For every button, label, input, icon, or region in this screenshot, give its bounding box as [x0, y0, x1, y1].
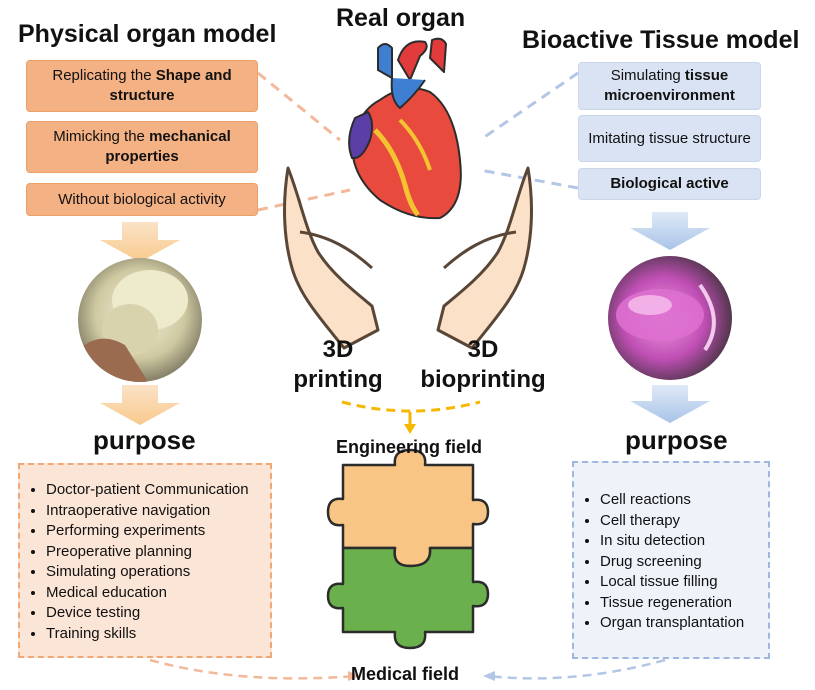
bioactive-model-title: Bioactive Tissue model	[522, 26, 800, 54]
label-3d-bioprinting: 3D bioprinting	[420, 336, 546, 393]
purpose-heading-right: purpose	[625, 425, 728, 455]
bioactive-tissue-photo	[608, 256, 732, 380]
connector-bottom-left-head	[348, 671, 360, 681]
list-item: Medical education	[46, 583, 270, 604]
list-item: Training skills	[46, 624, 270, 645]
physical-purpose-list: Doctor-patient Communication Intraoperat…	[18, 463, 272, 658]
engineering-field-label: Engineering field	[336, 437, 483, 457]
merge-connector	[341, 400, 481, 413]
arrow-down-right-2	[630, 385, 710, 423]
feature-text: Simulating	[610, 67, 685, 84]
puzzle-icon	[326, 448, 490, 650]
list-item: Drug screening	[600, 552, 768, 573]
heart-icon	[348, 37, 462, 220]
connector-right-top	[479, 71, 579, 142]
feature-text-bold: tissue microenvironment	[604, 67, 735, 104]
list-item: Organ transplantation	[600, 613, 768, 634]
arrow-down-left-2	[100, 385, 180, 425]
physical-feature-shape: Replicating the Shape and structure	[26, 60, 258, 112]
list-item: Intraoperative navigation	[46, 501, 270, 522]
feature-text: Replicating the	[52, 67, 156, 84]
feature-text: Imitating tissue structure	[588, 129, 751, 147]
list-item: Simulating operations	[46, 562, 270, 583]
connector-bottom-right-head	[483, 671, 495, 681]
connector-left-top	[257, 71, 341, 142]
list-item: Doctor-patient Communication	[46, 480, 270, 501]
list-item: In situ detection	[600, 531, 768, 552]
list-item: Cell therapy	[600, 511, 768, 532]
bio-feature-microenvironment: Simulating tissue microenvironment	[578, 62, 761, 110]
merge-arrow-head	[404, 424, 416, 434]
feature-text: Mimicking the	[53, 128, 150, 145]
physical-feature-mechanical: Mimicking the mechanical properties	[26, 121, 258, 173]
feature-text-bold: Shape and structure	[109, 67, 232, 104]
list-item: Device testing	[46, 603, 270, 624]
connector-bottom-right	[487, 658, 666, 680]
feature-text: Without biological activity	[58, 190, 226, 208]
real-organ-title: Real organ	[336, 4, 466, 32]
bio-feature-active: Biological active	[578, 168, 761, 200]
connector-bottom-left	[149, 658, 356, 680]
cupped-hands-icon	[283, 166, 533, 350]
label-3d-printing: 3D printing	[293, 336, 383, 393]
connector-left-bottom	[257, 188, 351, 212]
list-item: Preoperative planning	[46, 542, 270, 563]
purpose-heading-left: purpose	[93, 425, 196, 455]
feature-text-bold: Biological active	[610, 175, 729, 192]
bio-purpose-list: Cell reactions Cell therapy In situ dete…	[572, 461, 770, 659]
list-item: Local tissue filling	[600, 572, 768, 593]
list-item: Tissue regeneration	[600, 593, 768, 614]
bio-feature-structure: Imitating tissue structure	[578, 115, 761, 162]
medical-field-label: Medical field	[351, 664, 460, 684]
list-item: Performing experiments	[46, 521, 270, 542]
arrow-down-right-1	[630, 212, 710, 250]
physical-model-title: Physical organ model	[18, 20, 277, 48]
physical-feature-no-bio: Without biological activity	[26, 183, 258, 216]
physical-model-photo	[78, 258, 202, 382]
feature-text-bold: mechanical properties	[105, 128, 231, 165]
list-item: Cell reactions	[600, 490, 768, 511]
arrow-down-left-1	[100, 222, 180, 262]
